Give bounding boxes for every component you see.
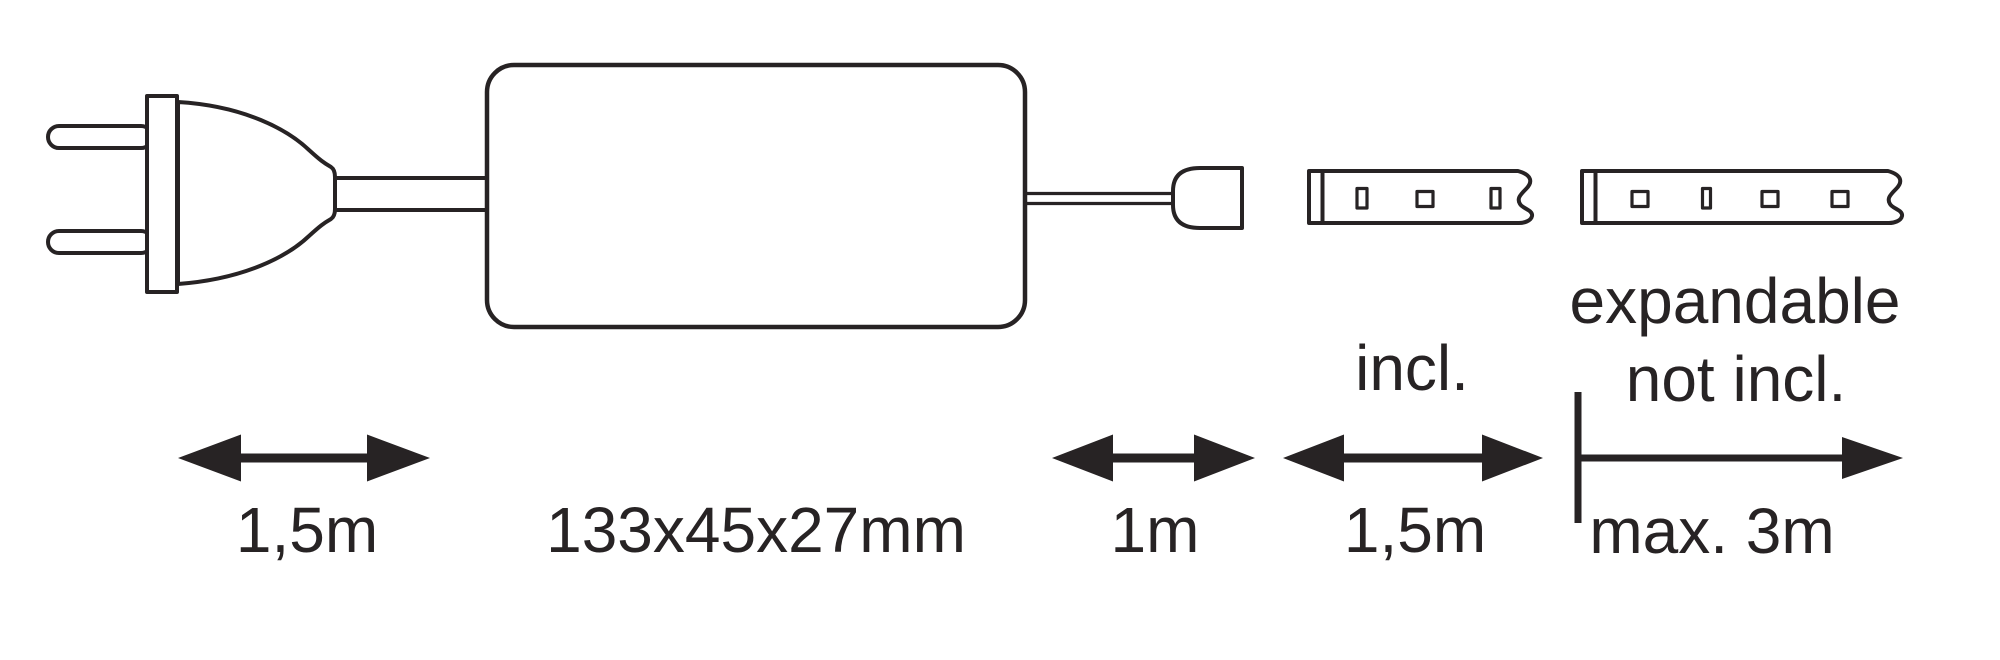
led-strip-included: [1307, 169, 1535, 225]
plug-pin-bottom: [46, 229, 154, 255]
output-cable: [1023, 191, 1178, 206]
led-chip-icon: [1760, 189, 1780, 209]
strip-connector-plug: [1171, 166, 1244, 230]
arrow-left-head-icon: [178, 434, 241, 482]
arrow-shaft: [1342, 453, 1484, 463]
arrow-shaft: [1111, 453, 1197, 463]
label-max-extension-length: max. 3m: [1589, 495, 1834, 567]
label-included-strip-length: 1,5m: [1344, 494, 1486, 566]
arrow-right-head-icon: [1842, 437, 1903, 479]
resistor-icon: [1489, 186, 1502, 210]
led-chip-icon: [1630, 189, 1650, 209]
arrow-right-head-icon: [1194, 434, 1255, 482]
dimension-arrow-plug-cable: [178, 434, 430, 482]
resistor-icon: [1700, 186, 1713, 210]
plug-face-plate: [145, 94, 179, 294]
arrow-left-head-icon: [1052, 434, 1113, 482]
led-chip-icon: [1830, 189, 1850, 209]
label-output-cable-length: 1m: [1111, 494, 1200, 566]
dimension-arrow-max-extension: [1574, 392, 1903, 523]
note-expandable-line2: not incl.: [1626, 343, 1847, 415]
label-plug-cable-length: 1,5m: [236, 494, 378, 566]
note-expandable-line1: expandable: [1570, 265, 1901, 337]
arrow-right-head-icon: [367, 434, 430, 482]
led-strip-expandable: [1580, 169, 1905, 225]
driver-box: [484, 62, 1028, 330]
arrow-right-head-icon: [1482, 434, 1543, 482]
arrow-shaft: [239, 453, 371, 463]
plug-body: [176, 100, 337, 286]
power-plug: [46, 94, 337, 294]
label-driver-box-size: 133x45x27mm: [546, 494, 966, 566]
resistor-icon: [1355, 186, 1369, 210]
led-strip-expandable-body: [1580, 169, 1905, 225]
arrow-left-head-icon: [1283, 434, 1344, 482]
arrow-shaft: [1578, 454, 1846, 462]
note-included: incl.: [1355, 332, 1469, 404]
plug-pin-top: [46, 124, 154, 150]
dimension-arrow-included-strip: [1283, 434, 1543, 482]
dimension-arrow-output-cable: [1052, 434, 1255, 482]
mains-cable: [333, 176, 490, 212]
led-chip-icon: [1415, 189, 1435, 209]
